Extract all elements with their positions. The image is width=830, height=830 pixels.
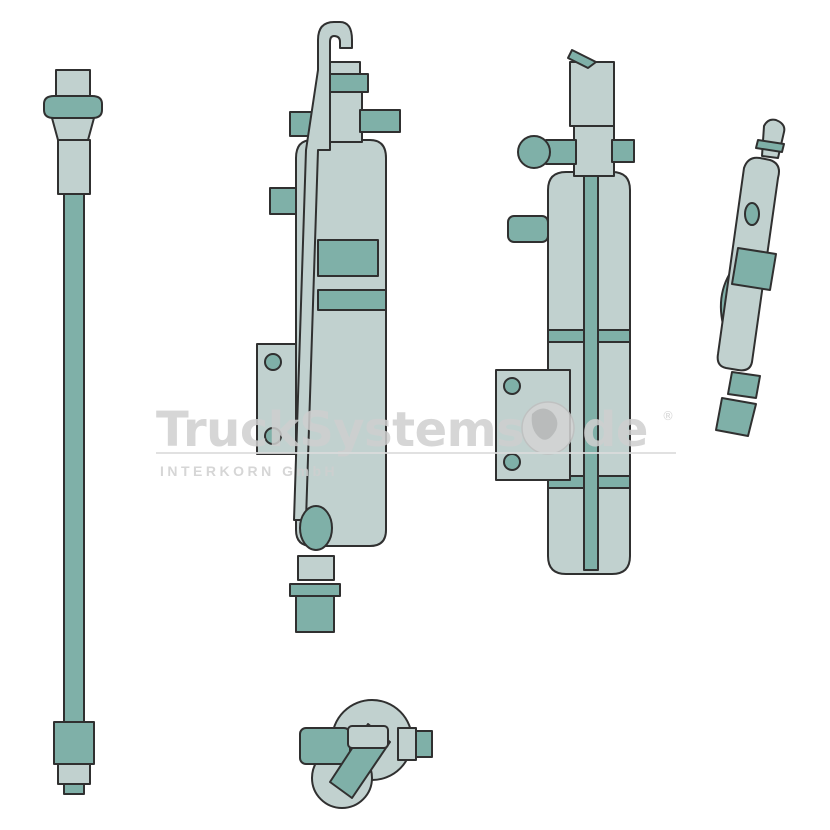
watermark-suffix: de: [582, 402, 648, 458]
receiver-drier-left: [256, 21, 401, 633]
drier-left-bottom-thread: [295, 595, 335, 633]
hose-tube: [63, 193, 85, 725]
hose-top-fitting: [55, 69, 91, 99]
drier-right-top-fin: [567, 49, 597, 69]
valve-right-port: [397, 727, 417, 761]
drier-left-pipe: [293, 21, 353, 521]
drier-left-bracket-hole-top: [264, 353, 282, 371]
service-valve: [299, 699, 433, 809]
inline-drier-window: [744, 202, 760, 226]
inline-drier-band: [731, 247, 777, 291]
hose-pipe: [43, 69, 103, 795]
inline-drier: [715, 118, 786, 437]
drier-left-bottom-nut: [297, 555, 335, 581]
drier-left-band: [317, 289, 387, 311]
watermark: TruckSystems de ® INTERKORN GmbH: [156, 401, 676, 479]
watermark-brand: TruckSystems: [156, 402, 524, 458]
watermark-subtitle: INTERKORN GmbH: [160, 463, 338, 479]
drier-left-right-port: [359, 109, 401, 133]
valve-right-thread: [415, 730, 433, 758]
drier-right-right-port: [611, 139, 635, 163]
watermark-registered: ®: [662, 409, 674, 423]
drier-left-pipe-bulb: [299, 505, 333, 551]
drier-right-strip: [583, 175, 599, 571]
drier-right-sight-glass: [517, 135, 551, 169]
drier-right-neck: [573, 119, 615, 177]
drier-right-side-port: [507, 215, 549, 243]
hose-bottom-ferrule: [53, 721, 95, 765]
drier-left-label: [317, 239, 379, 277]
drier-left-side-port: [269, 187, 297, 215]
drier-right-top-cap: [569, 61, 615, 127]
receiver-drier-right: [495, 49, 635, 575]
hose-ferrule: [57, 139, 91, 195]
valve-left-port: [299, 727, 351, 765]
hose-collar: [43, 95, 103, 119]
inline-drier-bottom-thread: [715, 397, 757, 437]
watermark-rule: [156, 452, 676, 454]
drier-left-bottom-ring: [289, 583, 341, 597]
globe-icon: [521, 401, 575, 455]
hose-bottom-nut: [57, 763, 91, 785]
valve-center-block: [347, 725, 389, 749]
hose-cone: [51, 117, 95, 141]
inline-drier-bottom-nut: [727, 371, 761, 399]
hose-bottom-tip: [63, 783, 85, 795]
drier-right-bracket-hole-top: [503, 377, 521, 395]
drier-left-bracket-hole-bottom: [264, 427, 282, 445]
inline-drier-top-ring: [755, 139, 785, 153]
